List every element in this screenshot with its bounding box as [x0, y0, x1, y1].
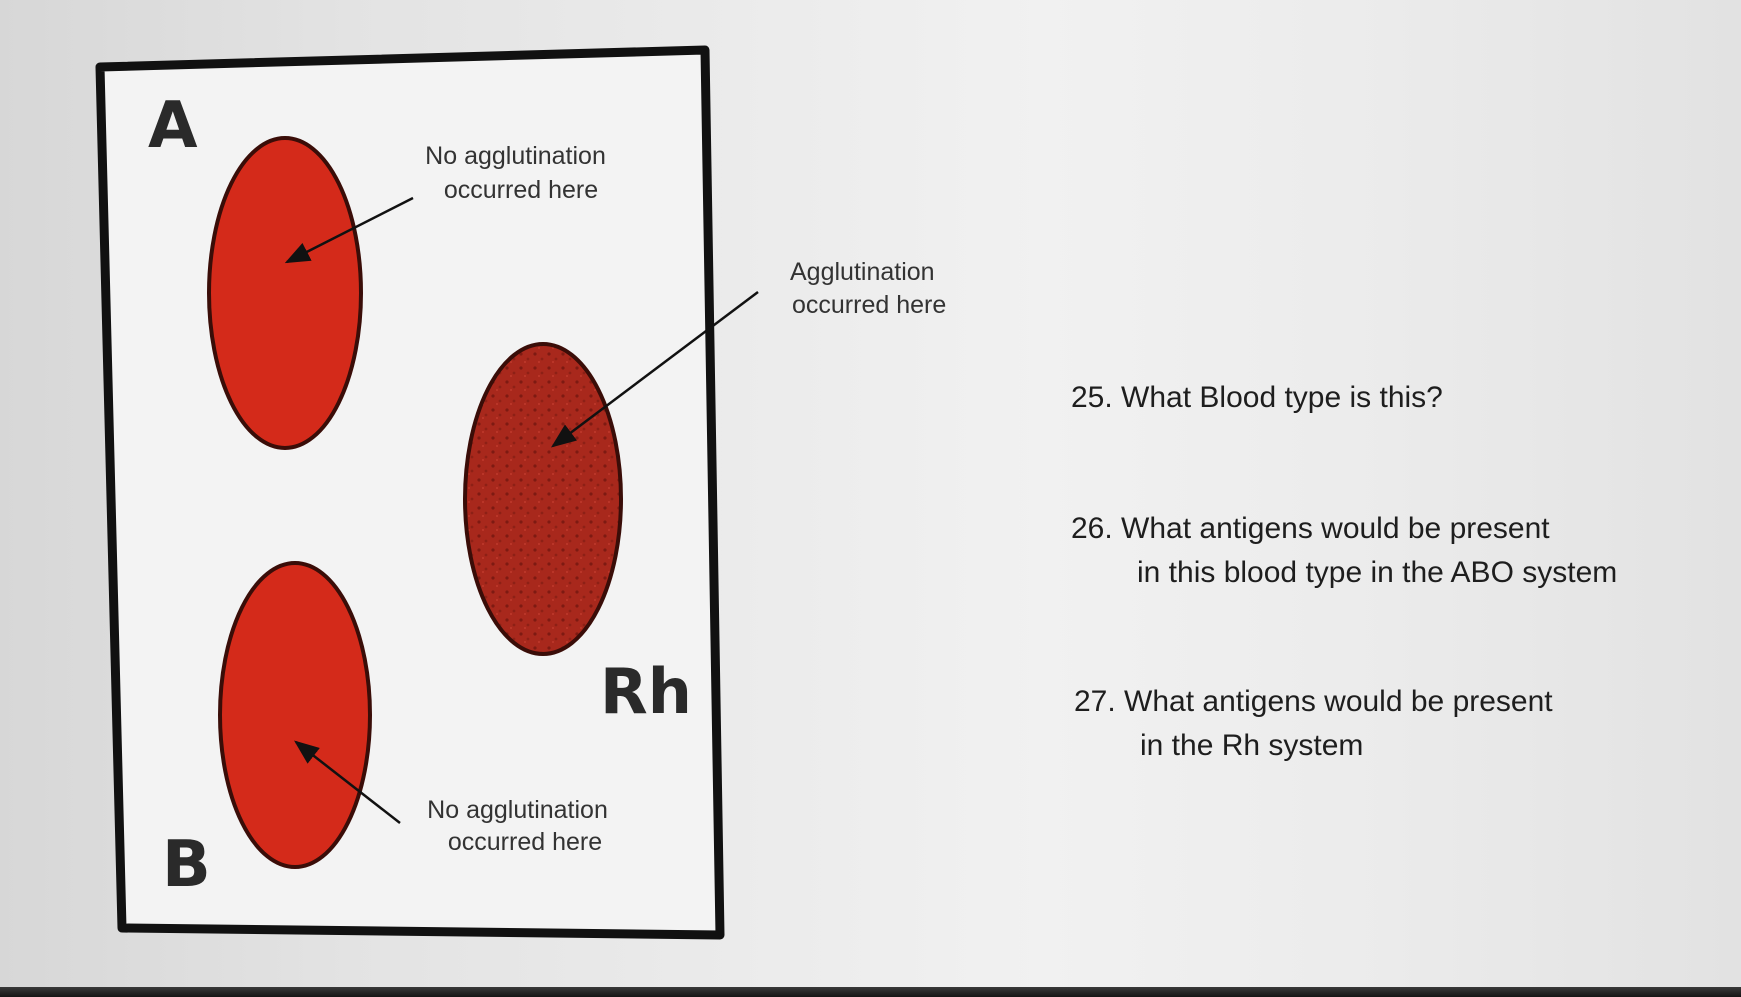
well-b-drop — [220, 563, 370, 867]
label-rh-line1: Agglutination — [790, 258, 935, 286]
slide-frame — [100, 50, 720, 935]
question-27-line1: 27. What antigens would be present — [1074, 685, 1553, 718]
question-26-line1: 26. What antigens would be present — [1071, 512, 1550, 545]
well-a-letter: A — [148, 89, 198, 163]
question-26: 26. What antigens would be present in th… — [1071, 507, 1617, 595]
label-a-line1: No agglutination — [425, 142, 606, 170]
well-rh-drop — [465, 344, 621, 654]
monitor-bezel — [0, 987, 1741, 997]
label-b-line2: occurred here — [448, 828, 602, 856]
label-a-line2: occurred here — [444, 176, 598, 204]
question-26-line2: in this blood type in the ABO system — [1071, 551, 1617, 595]
label-rh: Agglutination occurred here — [790, 258, 946, 319]
question-27: 27. What antigens would be present in th… — [1074, 680, 1553, 768]
well-a-drop — [209, 138, 361, 448]
label-rh-line2: occurred here — [792, 291, 946, 319]
question-25: 25. What Blood type is this? — [1071, 376, 1443, 420]
question-27-line2: in the Rh system — [1074, 724, 1553, 768]
question-25-text: 25. What Blood type is this? — [1071, 381, 1443, 414]
well-rh-letter: Rh — [600, 655, 692, 728]
well-b-letter: B — [162, 828, 211, 902]
label-b-line1: No agglutination — [427, 796, 608, 824]
